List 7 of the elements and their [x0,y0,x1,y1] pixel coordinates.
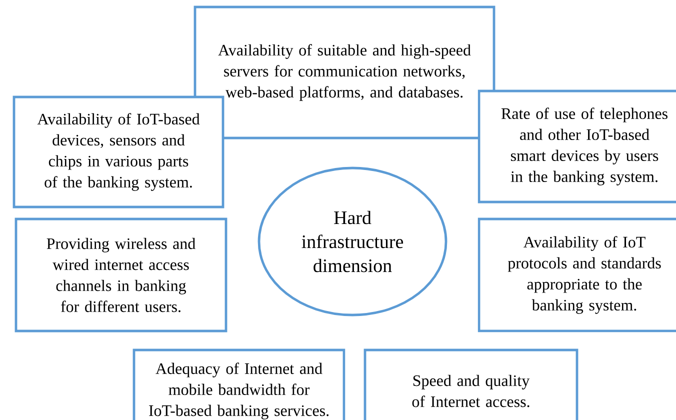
ellipse-node: Hard infrastructure dimension [258,166,448,316]
text-box: Availability of IoT-based devices, sensors and chips in various parts of the banking system. [12,96,224,208]
text-box: Rate of use of telephones and other IoT-based smart devices by users in the banking system. [478,90,676,204]
text-box: Providing wireless and wired internet access channels in banking for different users. [14,218,228,332]
text-box: Speed and quality of Internet access. [364,348,578,420]
text-box: Adequacy of Internet and mobile bandwidth for IoT-based banking services. [132,348,346,420]
text-box: Availability of IoT protocols and standards appropriate to the banking system. [478,218,676,332]
